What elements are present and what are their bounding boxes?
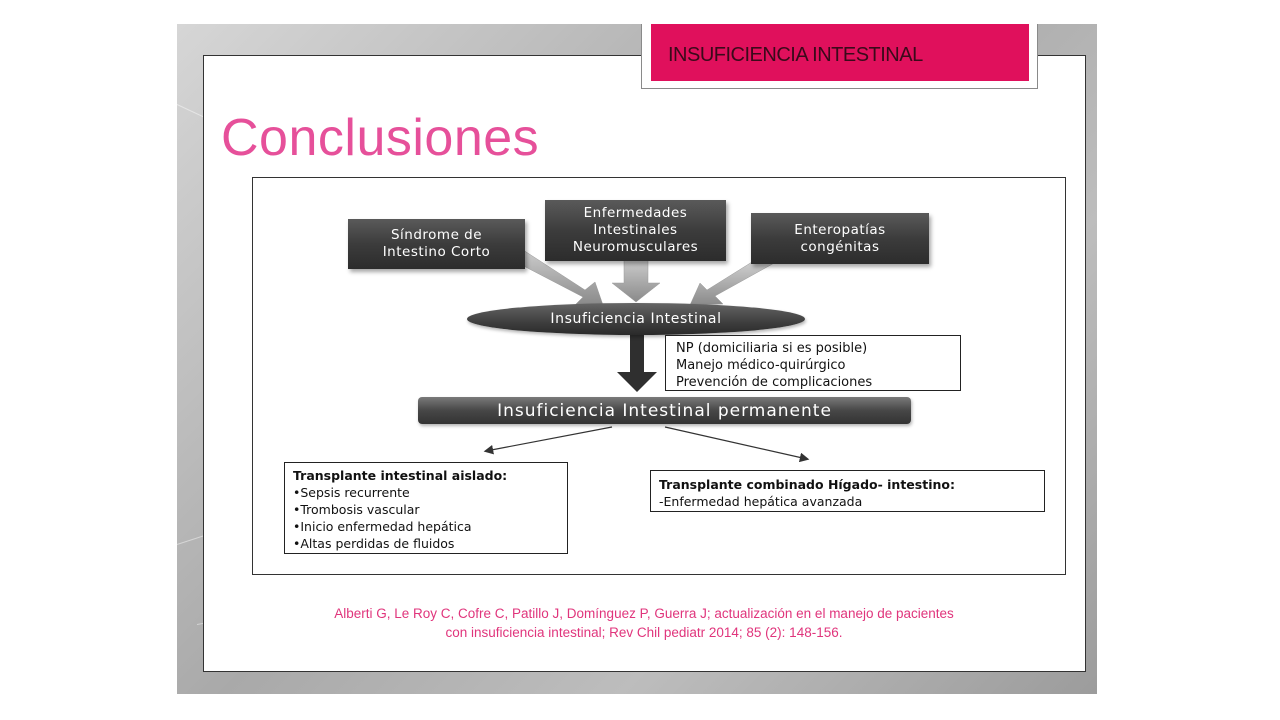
isolated-transplant-box: Transplante intestinal aislado: •Sepsis … xyxy=(284,462,568,554)
combined-transplant-title: Transplante combinado Hígado- intestino: xyxy=(659,477,955,492)
combined-transplant-box: Transplante combinado Hígado- intestino:… xyxy=(650,470,1045,512)
management-box: NP (domiciliaria si es posible) Manejo m… xyxy=(665,335,961,391)
cause-label-line: Enfermedades xyxy=(583,205,688,221)
combined-transplant-item: -Enfermedad hepática avanzada xyxy=(659,494,863,509)
permanent-node: Insuficiencia Intestinal permanente xyxy=(418,397,911,424)
isolated-transplant-item: •Inicio enfermedad hepática xyxy=(293,519,472,534)
isolated-transplant-title: Transplante intestinal aislado: xyxy=(293,468,508,483)
header-tab-label: INSUFICIENCIA INTESTINAL xyxy=(668,44,923,66)
cause-label-line: Enteropatías xyxy=(794,221,886,238)
citation-line-2: con insuficiencia intestinal; Rev Chil p… xyxy=(445,625,843,640)
cause-label-line: Intestinales xyxy=(593,222,678,238)
citation-line-1: Alberti G, Le Roy C, Cofre C, Patillo J,… xyxy=(334,606,954,621)
management-line: Prevención de complicaciones xyxy=(676,375,873,390)
cause-label-line: Intestino Corto xyxy=(382,244,491,260)
isolated-transplant-item: •Altas perdidas de fluidos xyxy=(293,536,455,551)
isolated-transplant-item: •Sepsis recurrente xyxy=(293,485,410,500)
citation: Alberti G, Le Roy C, Cofre C, Patillo J,… xyxy=(204,604,1084,642)
header-tab-accent xyxy=(651,24,1029,81)
cause-label-line: Síndrome de xyxy=(390,227,483,243)
management-line: Manejo médico-quirúrgico xyxy=(676,358,846,373)
management-line: NP (domiciliaria si es posible) xyxy=(676,341,868,356)
isolated-transplant-item: •Trombosis vascular xyxy=(293,502,420,517)
center-node: Insuficiencia Intestinal xyxy=(467,303,805,335)
cause-label-line: congénitas xyxy=(800,238,880,255)
page-title: Conclusiones xyxy=(221,109,540,167)
cause-label-line: Neuromusculares xyxy=(572,239,699,255)
